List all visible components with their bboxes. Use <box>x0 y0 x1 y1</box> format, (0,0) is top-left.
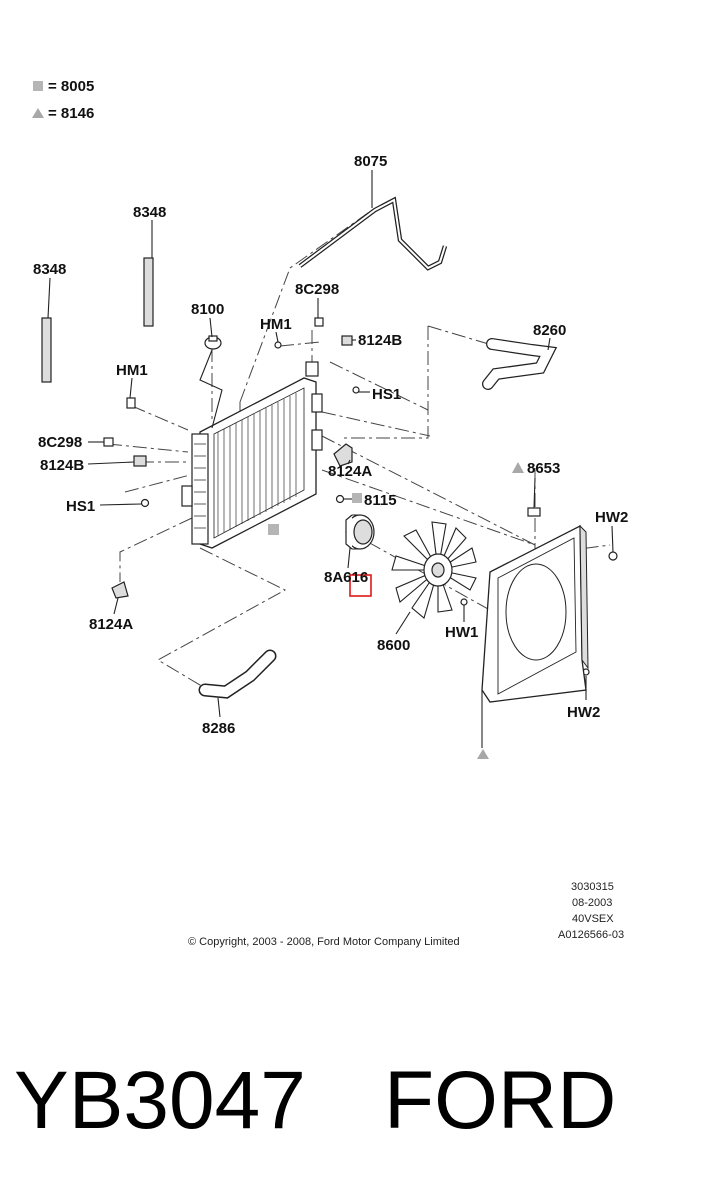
triangle-marker-icon <box>477 749 489 759</box>
callout-8260: 8260 <box>533 322 566 339</box>
callout-8115: 8115 <box>364 492 397 509</box>
callout-8c298-top: 8C298 <box>295 281 339 298</box>
callout-hw1: HW1 <box>445 624 478 641</box>
side-seals <box>41 257 154 383</box>
callout-8653: 8653 <box>527 460 560 477</box>
callout-hs1-top: HS1 <box>372 386 401 403</box>
callout-hs1-left: HS1 <box>66 498 95 515</box>
callout-hw2-bottom: HW2 <box>567 704 600 721</box>
callout-hm1-top: HM1 <box>260 316 292 333</box>
callout-8600: 8600 <box>377 637 410 654</box>
highlight-box <box>349 574 372 597</box>
callout-8286: 8286 <box>202 720 235 737</box>
meta-line-1: 3030315 <box>571 881 614 893</box>
callout-8124b-top: 8124B <box>358 332 402 349</box>
cooler-line <box>298 196 448 271</box>
triangle-marker-icon <box>32 108 44 118</box>
callout-8348-upper: 8348 <box>133 204 166 221</box>
callout-8a616: 8A616 <box>324 569 368 586</box>
drawing-meta: 3030315 08-2003 40VSEX A0126566-03 <box>558 881 624 941</box>
copyright-notice: © Copyright, 2003 - 2008, Ford Motor Com… <box>188 936 460 948</box>
callout-8100: 8100 <box>191 301 224 318</box>
legend-square-label: = 8005 <box>48 78 94 95</box>
leader-lines <box>47 170 614 718</box>
fan <box>391 521 477 619</box>
fan-shroud <box>477 524 589 759</box>
part-number: YB3047 <box>14 1055 306 1146</box>
lower-hose <box>198 649 277 699</box>
square-marker-icon <box>352 493 362 503</box>
callout-8124a-low: 8124A <box>89 616 133 633</box>
upper-hose <box>482 338 558 390</box>
callout-8075: 8075 <box>354 153 387 170</box>
callout-8124b-left: 8124B <box>40 457 84 474</box>
fan-clutch <box>345 514 375 550</box>
seal-left <box>41 317 52 383</box>
radiator-cap <box>199 335 223 429</box>
fasteners <box>103 317 618 676</box>
callout-hm1-left: HM1 <box>116 362 148 379</box>
callout-hw2-top: HW2 <box>595 509 628 526</box>
legend-triangle-label: = 8146 <box>48 105 94 122</box>
legend: = 8005 = 8146 <box>32 78 94 122</box>
radiator <box>181 361 323 549</box>
callout-8348-left: 8348 <box>33 261 66 278</box>
square-marker-icon <box>268 524 279 535</box>
meta-line-4: A0126566-03 <box>558 929 624 941</box>
callouts: 8075 8348 8348 8100 8C298 HM1 8124B 8260… <box>33 153 628 737</box>
brand-name: FORD <box>384 1055 616 1146</box>
seal-right <box>143 257 154 327</box>
meta-line-2: 08-2003 <box>572 897 612 909</box>
callout-8124a-mid: 8124A <box>328 463 372 480</box>
callout-8c298-left: 8C298 <box>38 434 82 451</box>
triangle-marker-icon <box>512 462 524 473</box>
meta-line-3: 40VSEX <box>572 913 614 925</box>
square-marker-icon <box>33 81 43 91</box>
